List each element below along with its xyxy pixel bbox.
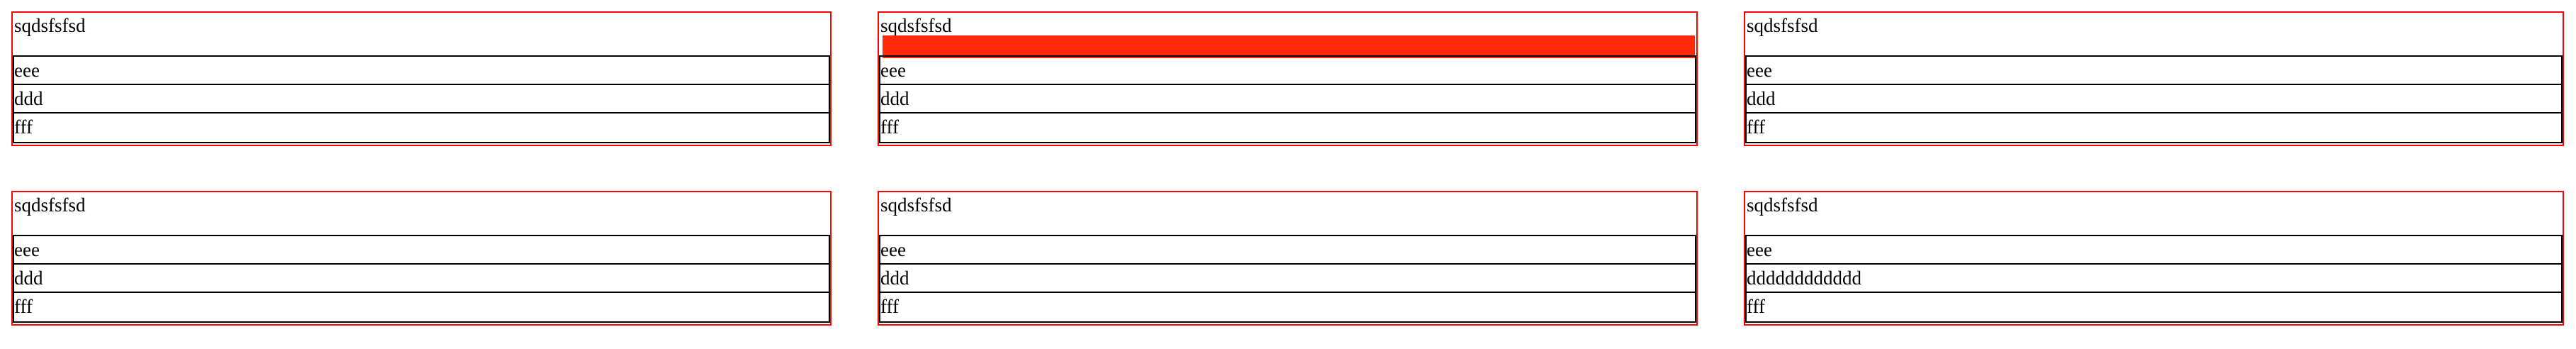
card-title: sqdsfsfsd [880, 194, 952, 216]
list-item: eee [1745, 235, 2563, 265]
card-2: sqdsfsfsd eee ddd fff [878, 11, 1698, 146]
list-item: eee [879, 235, 1696, 265]
card-rows: eee ddd fff [879, 55, 1696, 145]
list-item: eee [13, 235, 830, 265]
list-item: ddd [879, 84, 1696, 113]
card-grid: sqdsfsfsd eee ddd fff sqdsfsfsd eee ddd … [11, 11, 2565, 326]
card-4: sqdsfsfsd eee ddd fff [11, 191, 831, 326]
card-rows: eee ddd fff [879, 235, 1696, 324]
card-rows: eee ddd fff [1745, 55, 2563, 145]
list-item: ddd [1745, 84, 2563, 113]
card-rows: eee dddddddddddd fff [1745, 235, 2563, 324]
highlight-bar [883, 35, 1695, 58]
card-rows: eee ddd fff [13, 55, 830, 145]
card-title: sqdsfsfsd [880, 15, 952, 36]
list-item: eee [13, 55, 830, 85]
list-item: fff [1745, 292, 2563, 323]
list-item: ddd [879, 263, 1696, 293]
card-title: sqdsfsfsd [1747, 15, 1818, 36]
list-item: fff [879, 112, 1696, 143]
list-item: fff [13, 292, 830, 323]
card-6: sqdsfsfsd eee dddddddddddd fff [1744, 191, 2564, 326]
list-item: eee [879, 55, 1696, 85]
list-item: dddddddddddd [1745, 263, 2563, 293]
list-item: fff [13, 112, 830, 143]
card-title: sqdsfsfsd [14, 15, 86, 36]
list-item: fff [879, 292, 1696, 323]
list-item: fff [1745, 112, 2563, 143]
card-rows: eee ddd fff [13, 235, 830, 324]
card-title: sqdsfsfsd [1747, 194, 1818, 216]
list-item: ddd [13, 263, 830, 293]
list-item: ddd [13, 84, 830, 113]
list-item: eee [1745, 55, 2563, 85]
card-3: sqdsfsfsd eee ddd fff [1744, 11, 2564, 146]
card-5: sqdsfsfsd eee ddd fff [878, 191, 1698, 326]
card-1: sqdsfsfsd eee ddd fff [11, 11, 831, 146]
card-title: sqdsfsfsd [14, 194, 86, 216]
